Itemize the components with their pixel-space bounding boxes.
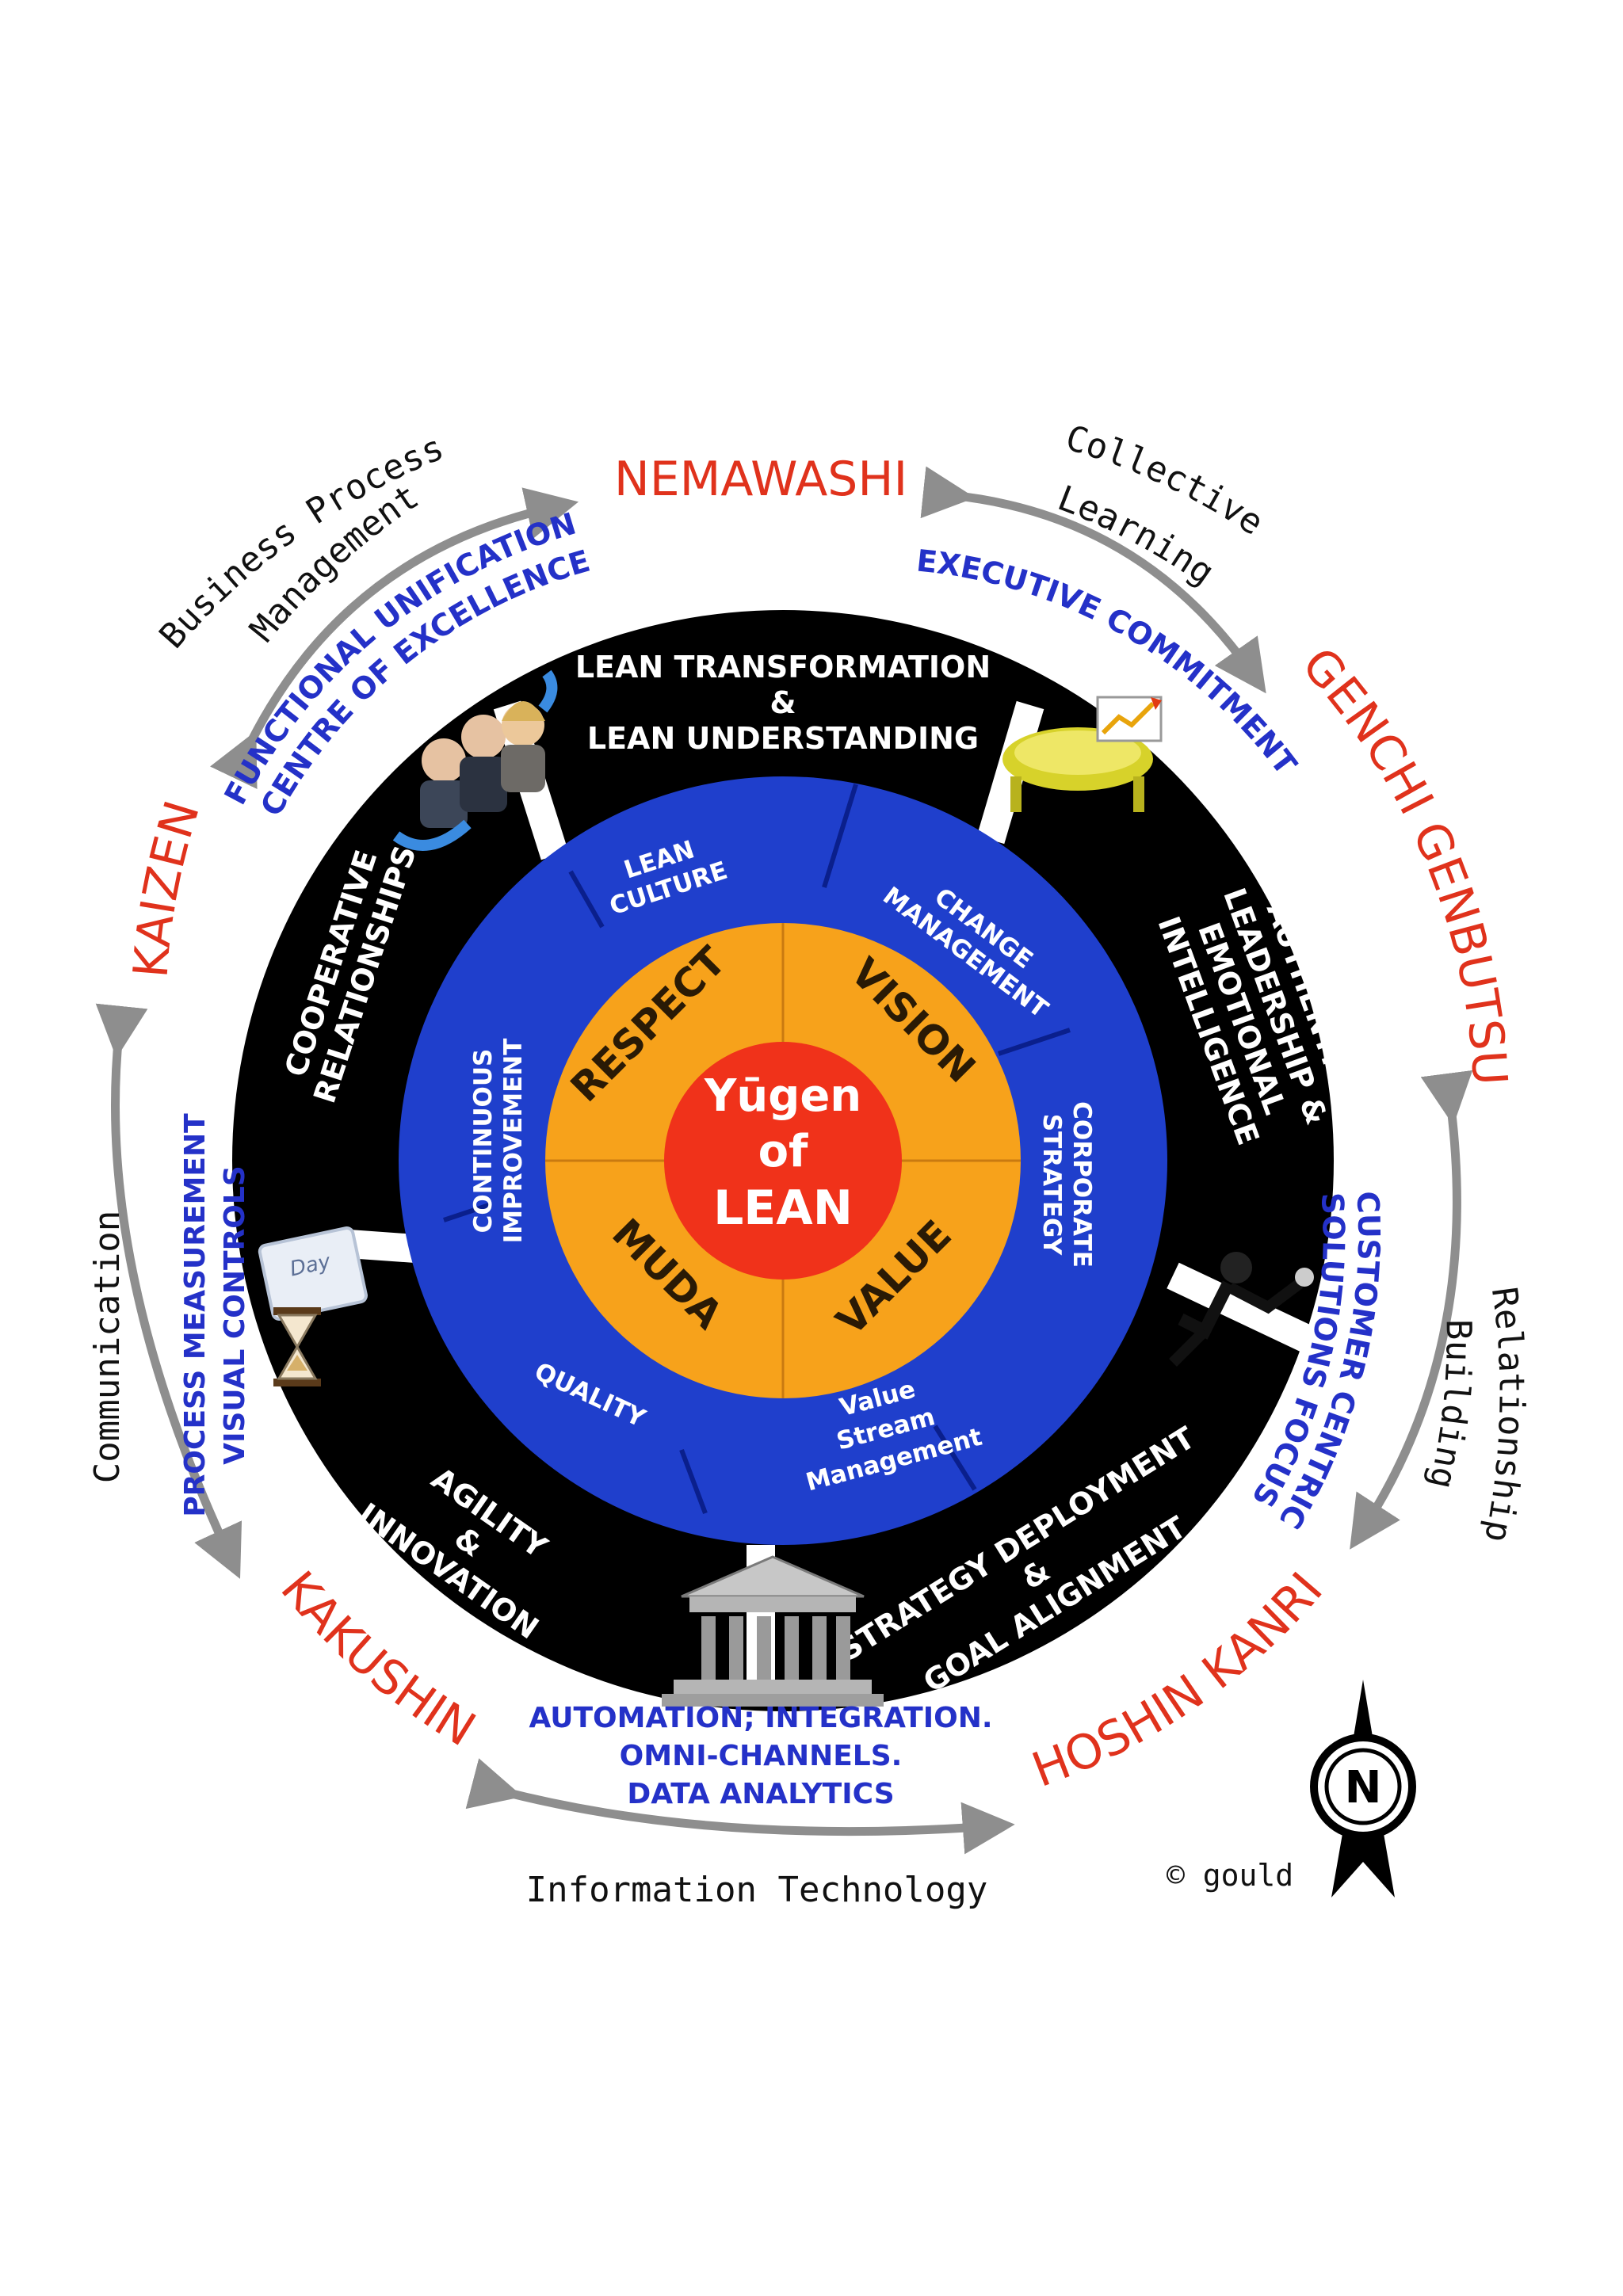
arrow-it [465, 1758, 1015, 1855]
center-disc [664, 1042, 902, 1280]
bank-building-illustration [662, 1555, 884, 1707]
center-title-line2: of [758, 1126, 808, 1177]
lean-transformation-line3: LEAN UNDERSTANDING [587, 721, 979, 756]
arrow-relationship [1350, 1070, 1473, 1550]
relationship-text: Relationship [1476, 1285, 1532, 1546]
label-lean-transformation: LEAN TRANSFORMATION & LEAN UNDERSTANDING [575, 650, 991, 756]
man-figure-illustration [1169, 1252, 1314, 1367]
corporate-strategy-line1: CORPORATE [1067, 1101, 1096, 1268]
corporate-strategy-line2: STRATEGY [1037, 1114, 1066, 1256]
core [545, 923, 1021, 1398]
arrow-collective [920, 466, 1266, 694]
continuous-improvement-line2: IMPROVEMENT [499, 1039, 528, 1244]
building-text: Building [1421, 1319, 1479, 1493]
process-measurement-line2: VISUAL CONTROLS [219, 1165, 251, 1465]
center-title-line3: LEAN [713, 1180, 853, 1236]
cycle-arrow-icon [392, 819, 472, 851]
automation-line2: OMNI-CHANNELS. [620, 1740, 903, 1772]
automation-line3: DATA ANALYTICS [627, 1778, 894, 1810]
copyright: © gould [1167, 1858, 1293, 1893]
term-nemawashi: NEMAWASHI [614, 452, 907, 507]
automation-line1: AUTOMATION; INTEGRATION. [529, 1702, 992, 1734]
label-building: Building [1421, 1319, 1479, 1493]
arrow-bpm [210, 487, 579, 790]
label-communication: Communication [87, 1211, 128, 1483]
people-illustration [392, 669, 558, 851]
center-title: Yūgen of LEAN [704, 1070, 861, 1236]
label-automation: AUTOMATION; INTEGRATION. OMNI-CHANNELS. … [529, 1702, 992, 1810]
term-kaizen-text: KAIZEN [123, 795, 211, 980]
hourglass-calendar-illustration: Day [258, 1226, 368, 1386]
blue-ring-dividers [443, 784, 1071, 1515]
term-kaizen: KAIZEN [123, 795, 211, 980]
compass-icon: N [1310, 1680, 1416, 1897]
compass-letter: N [1345, 1762, 1382, 1814]
process-measurement-line1: PROCESS MEASUREMENT [179, 1113, 212, 1517]
label-information-technology: Information Technology [526, 1870, 988, 1910]
meeting-table-illustration [1002, 696, 1163, 812]
label-relationship: Relationship [1476, 1285, 1532, 1546]
arrow-communication [95, 1003, 242, 1579]
lean-transformation-line2: & [769, 685, 796, 720]
center-title-line1: Yūgen [704, 1070, 861, 1122]
outer-arrows [95, 466, 1473, 1855]
label-continuous-improvement: CONTINUOUS IMPROVEMENT [469, 1039, 528, 1244]
label-process-measurement: PROCESS MEASUREMENT VISUAL CONTROLS [179, 1113, 251, 1517]
label-corporate-strategy: CORPORATE STRATEGY [1037, 1101, 1096, 1268]
continuous-improvement-line1: CONTINUOUS [469, 1049, 498, 1234]
lean-transformation-line1: LEAN TRANSFORMATION [575, 650, 991, 685]
